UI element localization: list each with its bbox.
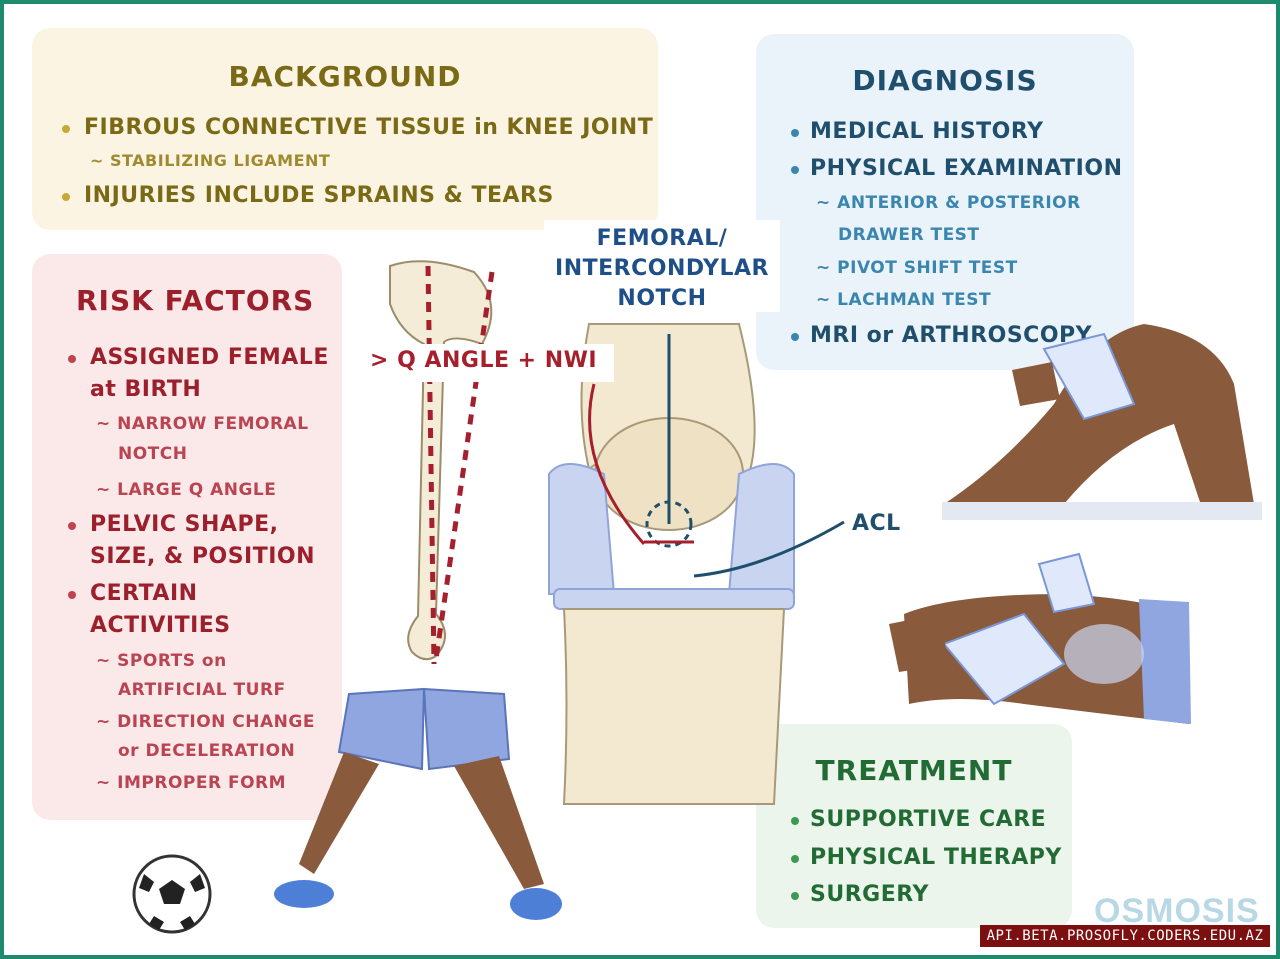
diagnosis-subitem: ~ LACHMAN TEST [816, 290, 992, 310]
risk-factors-title: RISK FACTORS [76, 284, 315, 317]
legs-shorts-icon [274, 687, 562, 920]
risk-subitem: ~ IMPROPER FORM [96, 773, 287, 793]
notch-label-box [544, 220, 780, 312]
knee-exam-gloves-icon [942, 324, 1262, 520]
treatment-item: PHYSICAL THERAPY [810, 845, 1062, 870]
acl-label: ACL [852, 511, 901, 536]
risk-subitem: ~ LARGE Q ANGLE [96, 480, 277, 500]
risk-item: CERTAIN [90, 581, 198, 606]
diagnosis-panel [756, 34, 1134, 370]
bullet-icon [68, 522, 76, 530]
diagnosis-subitem: ~ ANTERIOR & POSTERIOR [816, 193, 1081, 213]
bullet-icon [68, 591, 76, 599]
diagnosis-item: MRI or ARTHROSCOPY [810, 323, 1093, 348]
treatment-panel [756, 724, 1072, 928]
bullet-icon [791, 892, 799, 900]
risk-subitem: ~ SPORTS on [96, 651, 227, 671]
risk-item: at BIRTH [90, 377, 202, 402]
illustration-layer [132, 260, 1262, 934]
risk-subitem: ~ DIRECTION CHANGE [96, 712, 315, 732]
soccer-ball-icon [132, 854, 212, 934]
bullet-icon [62, 125, 70, 133]
diagnosis-subitem: DRAWER TEST [838, 225, 980, 245]
bullet-icon [62, 193, 70, 201]
watermark-label: API.BETA.PROSOFLY.CODERS.EDU.AZ [980, 925, 1270, 947]
q-angle-label: > Q ANGLE + NWI [370, 348, 598, 373]
risk-subitem: NOTCH [118, 444, 188, 464]
bullet-icon [791, 166, 799, 174]
bullet-icon [791, 855, 799, 863]
notch-label-line: NOTCH [617, 286, 707, 311]
risk-item: ACTIVITIES [90, 613, 231, 638]
risk-item: ASSIGNED FEMALE [90, 345, 329, 370]
bullet-icon [791, 129, 799, 137]
pelvis-femur-bone [389, 260, 495, 665]
risk-subitem: or DECELERATION [118, 741, 296, 761]
treatment-item: SUPPORTIVE CARE [810, 807, 1047, 832]
treatment-item: SURGERY [810, 882, 929, 907]
risk-subitem: ARTIFICIAL TURF [118, 680, 286, 700]
notch-label-line: INTERCONDYLAR [555, 256, 769, 281]
background-subitem: ~ STABILIZING LIGAMENT [90, 151, 331, 170]
q-angle-label-box [364, 344, 614, 382]
osmosis-logo: OSMOSIS [1094, 892, 1260, 930]
knee-exam-gloves-icon [889, 552, 1191, 724]
background-item: FIBROUS CONNECTIVE TISSUE in KNEE JOINT [84, 115, 654, 140]
diagnosis-item: PHYSICAL EXAMINATION [810, 156, 1123, 181]
risk-item: PELVIC SHAPE, [90, 512, 279, 537]
background-title: BACKGROUND [228, 60, 462, 93]
diagnosis-item: MEDICAL HISTORY [810, 119, 1044, 144]
knee-joint-icon [548, 323, 845, 805]
diagnosis-subitem: ~ PIVOT SHIFT TEST [816, 258, 1018, 278]
background-item: INJURIES INCLUDE SPRAINS & TEARS [84, 183, 554, 208]
risk-item: SIZE, & POSITION [90, 544, 316, 569]
diagnosis-title: DIAGNOSIS [852, 64, 1038, 97]
risk-subitem: ~ NARROW FEMORAL [96, 414, 309, 434]
treatment-title: TREATMENT [815, 754, 1013, 787]
background-panel [32, 28, 658, 230]
notch-label-line: FEMORAL/ [596, 226, 728, 251]
bullet-icon [68, 355, 76, 363]
bullet-icon [791, 817, 799, 825]
risk-factors-panel [32, 254, 342, 820]
bullet-icon [791, 333, 799, 341]
